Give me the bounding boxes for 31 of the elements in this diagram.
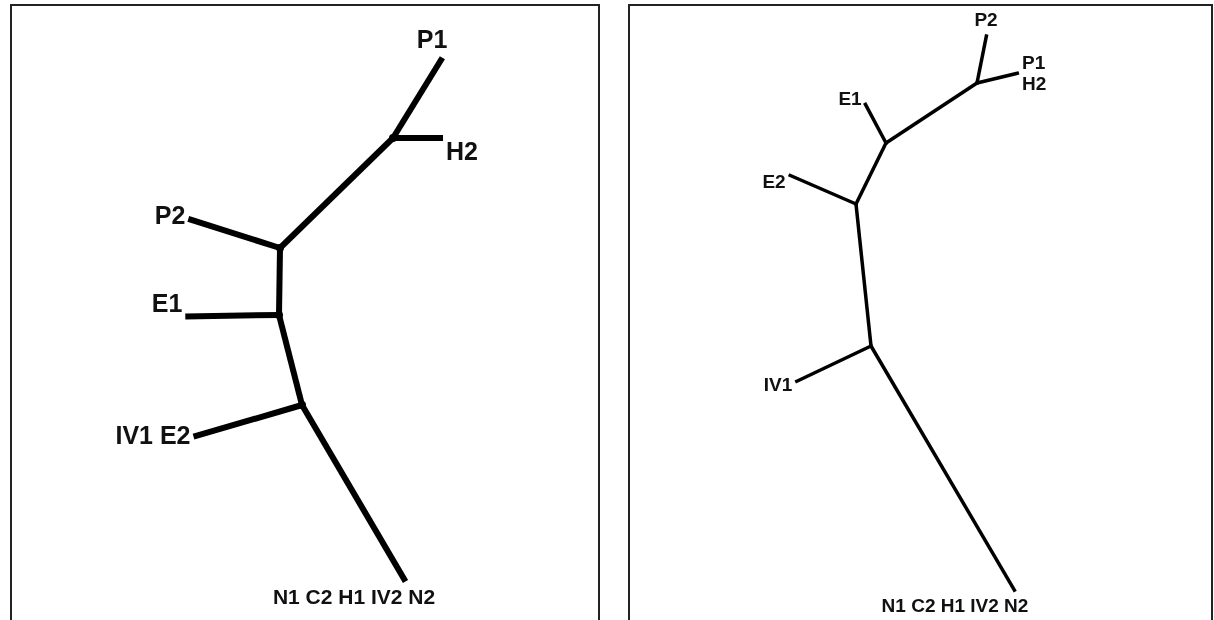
- taxon-label: N1 C2 H1 IV2 N2: [269, 581, 439, 613]
- tree-branch: [787, 173, 857, 206]
- taxon-label: P2: [151, 198, 189, 234]
- taxon-label: N1 C2 H1 IV2 N2: [878, 591, 1032, 620]
- taxon-label: P2: [971, 5, 1001, 35]
- tree-branch: [976, 71, 1020, 85]
- branch-point: [869, 344, 873, 348]
- branch-point: [276, 244, 284, 252]
- taxon-label: H2: [443, 134, 481, 170]
- taxon-label: E1: [835, 84, 865, 114]
- panel-frame: [10, 4, 600, 620]
- tree-branch: [885, 81, 978, 145]
- tree-branch: [863, 102, 888, 144]
- tree-branch: [277, 135, 396, 251]
- taxon-label: E2: [759, 167, 789, 197]
- tree-branch: [869, 345, 1017, 593]
- taxon-label: IV1 E2: [112, 418, 194, 454]
- branch-point: [884, 141, 888, 145]
- tree-branch: [975, 34, 989, 84]
- taxon-label: E1: [148, 286, 186, 322]
- tree-branch: [854, 203, 873, 347]
- tree-branch: [854, 142, 888, 205]
- branch-point: [975, 81, 979, 85]
- tree-branch: [794, 344, 872, 384]
- taxon-label: P1 H2: [1019, 49, 1059, 99]
- taxon-label: IV1: [760, 370, 796, 400]
- branch-point: [854, 202, 858, 206]
- panel-frame: [628, 4, 1213, 620]
- branch-point: [389, 134, 397, 142]
- taxon-label: P1: [413, 22, 451, 58]
- branch-point: [298, 401, 306, 409]
